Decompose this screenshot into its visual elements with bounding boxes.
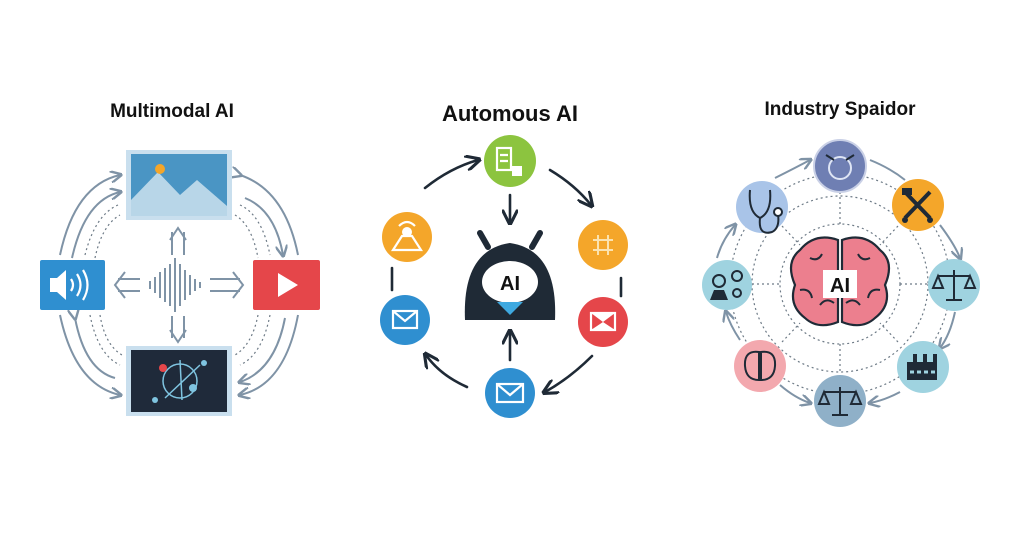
robot-arm-icon — [892, 179, 944, 231]
center-ai-label: AI — [830, 275, 850, 297]
document-icon — [484, 135, 536, 187]
robot-ai-icon: AI — [464, 230, 556, 320]
mail-icon — [578, 297, 628, 347]
panel-title: Multimodal AI — [110, 101, 234, 122]
center-ai-label: AI — [500, 273, 520, 295]
panel-title: Industry Spaidor — [765, 99, 917, 120]
network-icon — [578, 220, 628, 270]
cycle-arrows — [716, 160, 960, 403]
factory-icon — [897, 341, 949, 393]
audio-speaker-icon — [40, 260, 105, 310]
tools-icon — [382, 212, 432, 262]
panel-industry-spider: Industry Spaidor AI — [702, 99, 980, 427]
brain-icon — [734, 340, 786, 392]
waveform-icon — [113, 226, 245, 344]
panel-title: Automous AI — [442, 101, 578, 126]
panel-multimodal-ai: Multimodal AI — [40, 101, 320, 416]
image-icon — [126, 150, 232, 220]
mail-icon — [380, 295, 430, 345]
stethoscope-icon — [736, 181, 788, 234]
panel-autonomous-ai: Automous AI AI — [380, 101, 628, 418]
people-recycle-icon — [702, 260, 752, 310]
scales-icon — [928, 259, 980, 311]
mail-icon — [485, 368, 535, 418]
video-play-icon — [253, 260, 320, 310]
network-graph-icon — [126, 346, 232, 416]
gear-icon — [813, 139, 867, 193]
scales-icon — [814, 375, 866, 427]
brain-ai-icon: AI — [789, 236, 891, 327]
cycle-arrows — [390, 160, 623, 392]
cycle-arrows — [59, 175, 299, 395]
